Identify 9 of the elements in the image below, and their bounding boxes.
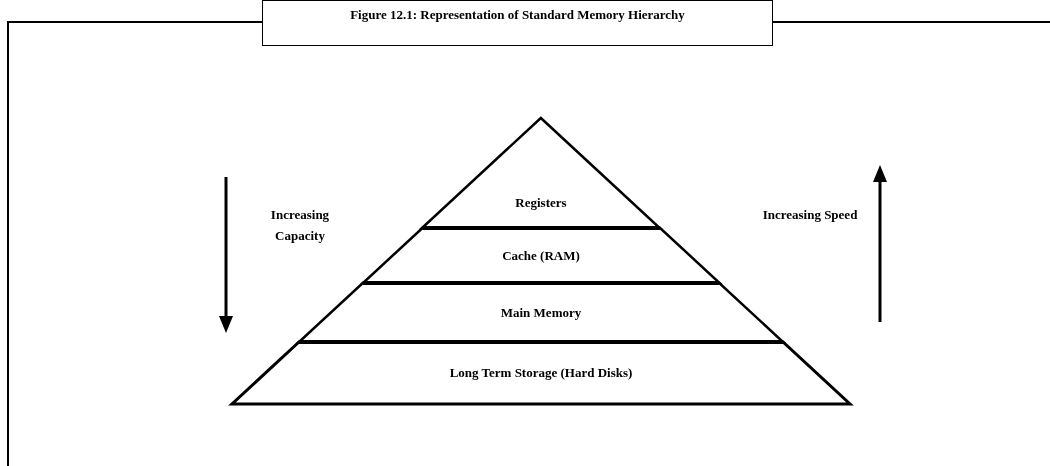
level-label: Registers — [514, 195, 568, 211]
axis-label: Increasing Capacity — [269, 206, 331, 245]
pyramid-level — [422, 118, 660, 228]
level-label: Cache (RAM) — [501, 247, 581, 264]
pyramid-level — [299, 283, 783, 342]
figure-title: Figure 12.1: Representation of Standard Memory Hierarchy — [262, 0, 773, 46]
pyramid-level — [362, 228, 720, 283]
axis-label: Increasing Speed — [761, 206, 859, 224]
level-label: Main Memory — [499, 304, 583, 321]
